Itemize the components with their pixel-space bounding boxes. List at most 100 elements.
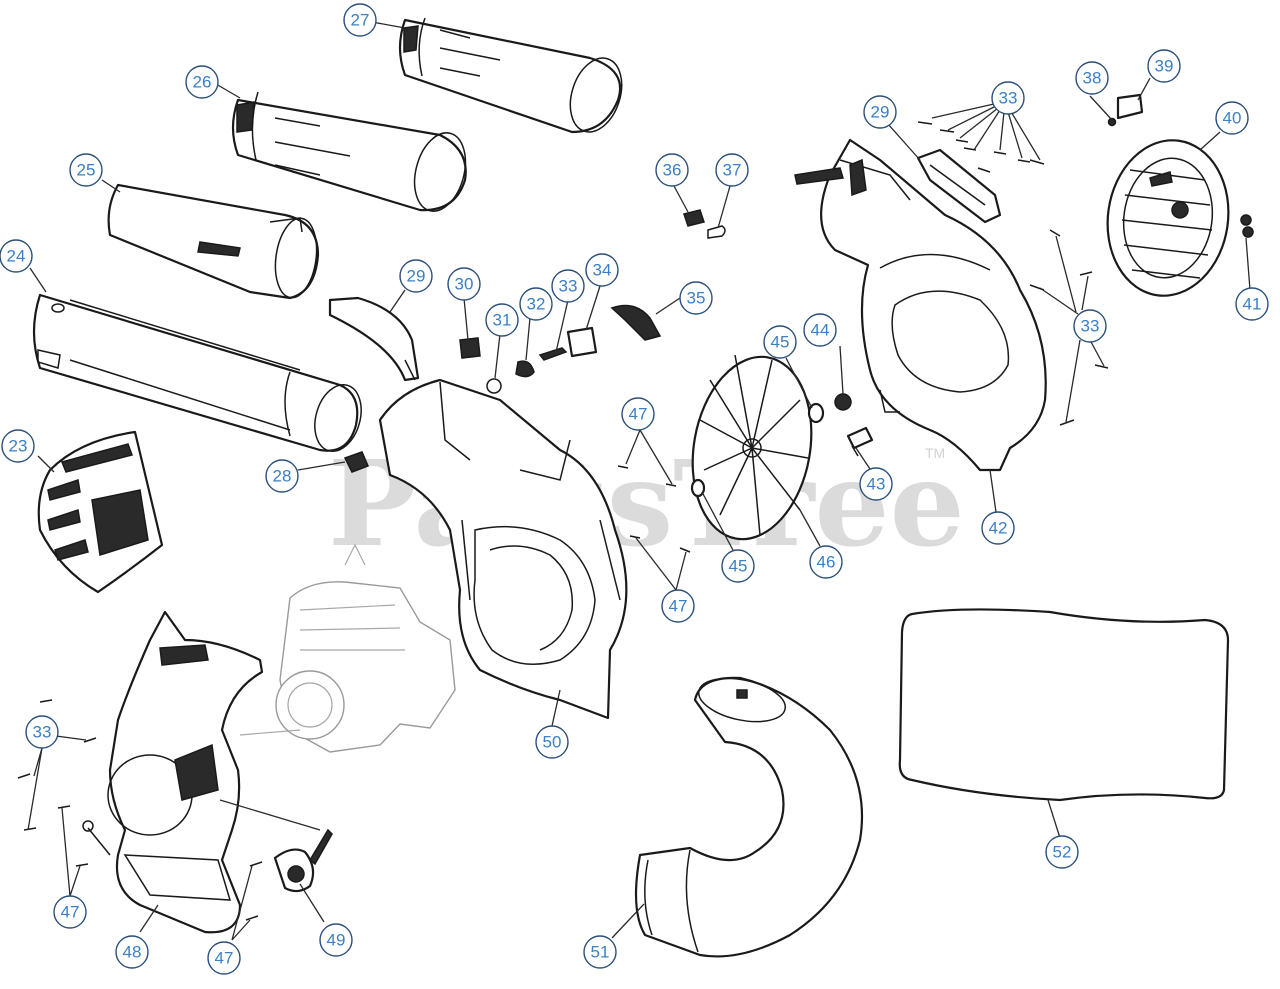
leader-lines (27, 21, 1251, 941)
callout-47-bottom: 47 (207, 941, 241, 975)
part-52-bag (898, 608, 1230, 802)
watermark-tm: TM (925, 445, 945, 461)
callout-49: 49 (319, 923, 353, 957)
callout-label: 47 (629, 405, 648, 424)
callout-48: 48 (115, 935, 149, 969)
callout-label: 29 (871, 103, 890, 122)
part-23-guard (37, 430, 164, 594)
callout-label: 28 (273, 467, 292, 486)
part-40-recoil-starter (1106, 139, 1230, 297)
callout-label: 26 (193, 73, 212, 92)
parts-43-44-45 (690, 393, 874, 498)
callout-label: 31 (493, 311, 512, 330)
callout-41: 41 (1235, 287, 1269, 321)
callout-36: 36 (655, 153, 689, 187)
engine-reference (239, 543, 456, 753)
callout-45-bottom: 45 (721, 549, 755, 583)
callout-29-right: 29 (863, 95, 897, 129)
callout-26: 26 (185, 65, 219, 99)
callout-label: 44 (811, 321, 830, 340)
callout-label: 41 (1243, 295, 1262, 314)
callout-30: 30 (447, 267, 481, 301)
screws (17, 121, 1109, 921)
callout-47-mid: 47 (661, 589, 695, 623)
callout-label: 23 (9, 437, 28, 456)
parts-36-37 (683, 209, 726, 239)
callout-35: 35 (679, 281, 713, 315)
callout-46: 46 (809, 545, 843, 579)
callout-33-right: 33 (1073, 309, 1107, 343)
callout-label: 30 (455, 275, 474, 294)
part-29-strip-left (328, 296, 420, 382)
callout-label: 27 (351, 11, 370, 30)
callout-label: 29 (407, 267, 426, 286)
callout-34: 34 (585, 253, 619, 287)
callout-40: 40 (1215, 101, 1249, 135)
callout-label: 33 (999, 89, 1018, 108)
callout-label: 33 (33, 723, 52, 742)
callout-label: 36 (663, 161, 682, 180)
callout-42: 42 (981, 511, 1015, 545)
callout-label: 24 (7, 247, 26, 266)
part-50-fan-housing (378, 378, 628, 720)
callout-label: 40 (1223, 109, 1242, 128)
callout-label: 32 (527, 295, 546, 314)
part-51-hose (634, 676, 864, 958)
callout-25: 25 (69, 153, 103, 187)
callout-label: 47 (215, 949, 234, 968)
callout-label: 45 (771, 333, 790, 352)
callout-39: 39 (1147, 49, 1181, 83)
callout-label: 45 (729, 557, 748, 576)
callout-27: 27 (343, 3, 377, 37)
callout-47-left: 47 (53, 895, 87, 929)
part-26-tube (231, 91, 467, 212)
callout-label: 43 (867, 475, 886, 494)
callout-33-top: 33 (991, 81, 1025, 115)
part-29-strip-right (916, 148, 1002, 224)
callout-label: 34 (593, 261, 612, 280)
callout-33-left: 33 (25, 715, 59, 749)
callout-50: 50 (535, 725, 569, 759)
callout-label: 33 (559, 277, 578, 296)
callout-43: 43 (859, 467, 893, 501)
part-48-handle-housing (82, 610, 264, 934)
callout-24: 24 (0, 239, 33, 273)
part-42-back-housing (794, 138, 1047, 472)
callout-label: 47 (61, 903, 80, 922)
callout-label: 42 (989, 519, 1008, 538)
callout-label: 48 (123, 943, 142, 962)
callout-label: 39 (1155, 57, 1174, 76)
callout-label: 25 (77, 161, 96, 180)
part-24-long-tube (32, 293, 362, 452)
callout-label: 37 (723, 161, 742, 180)
parts-38-39 (1107, 93, 1144, 127)
callout-label: 35 (687, 289, 706, 308)
callout-45-top: 45 (763, 325, 797, 359)
callout-31: 31 (485, 303, 519, 337)
callout-label: 51 (591, 943, 610, 962)
part-49-throttle (273, 828, 333, 893)
callout-33-center: 33 (551, 269, 585, 303)
callout-label: 47 (669, 597, 688, 616)
callout-38: 38 (1075, 61, 1109, 95)
callout-29-left: 29 (399, 259, 433, 293)
callout-47-top: 47 (621, 397, 655, 431)
small-parts-30-35 (459, 304, 662, 394)
part-28-knob (343, 451, 369, 473)
part-27-tube (398, 17, 623, 134)
callout-44: 44 (803, 313, 837, 347)
part-46-impeller (691, 354, 813, 541)
callout-label: 33 (1081, 317, 1100, 336)
callout-label: 49 (327, 931, 346, 950)
callout-52: 52 (1045, 835, 1079, 869)
callout-32: 32 (519, 287, 553, 321)
callout-label: 38 (1083, 69, 1102, 88)
callout-label: 50 (543, 733, 562, 752)
callout-37: 37 (715, 153, 749, 187)
part-41-nut (1240, 214, 1254, 238)
callout-23: 23 (1, 429, 35, 463)
callout-51: 51 (583, 935, 617, 969)
callout-28: 28 (265, 459, 299, 493)
part-25-nozzle (107, 183, 320, 300)
